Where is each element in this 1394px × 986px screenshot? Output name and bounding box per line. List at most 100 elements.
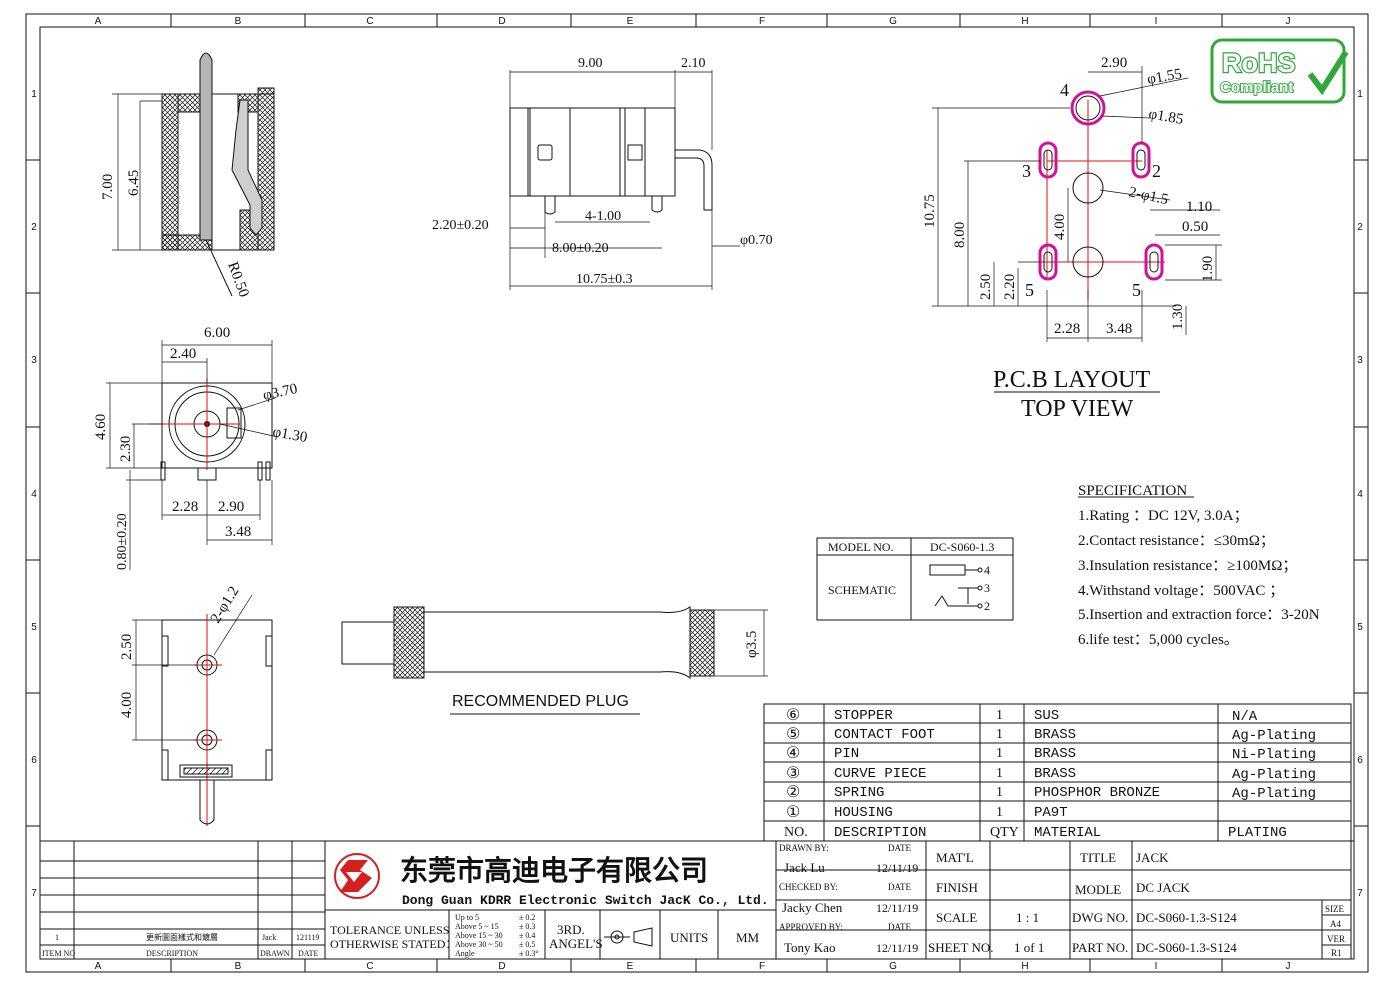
dim-phi-1-30: φ1.30 bbox=[271, 424, 308, 446]
bom-desc: CONTACT FOOT bbox=[834, 727, 935, 743]
dim-10-75: 10.75±0.3 bbox=[576, 272, 633, 287]
tolerance-label-2: OTHERWISE STATED： bbox=[330, 937, 457, 951]
col-label: I bbox=[1155, 16, 1158, 27]
dim-2-20: 2.20±0.20 bbox=[432, 218, 489, 233]
row-label: 3 bbox=[1357, 355, 1363, 366]
pcb-dim-phi-1-85: φ1.85 bbox=[1147, 106, 1184, 128]
scale-value: 1 : 1 bbox=[1016, 910, 1039, 925]
dim-plug-dia: φ3.5 bbox=[744, 631, 760, 658]
pcb-dim-2-28: 2.28 bbox=[1054, 321, 1080, 337]
bom-material: PHOSPHOR BRONZE bbox=[1034, 785, 1160, 801]
signoff: DRAWN BY: DATE Jack Lu 12/11/19 CHECKED … bbox=[779, 843, 918, 955]
rev-desc: 更新圖面樣式和鍍層 bbox=[146, 932, 218, 942]
bom-header-desc: DESCRIPTION bbox=[834, 825, 926, 841]
dim-6-45: 6.45 bbox=[126, 170, 142, 196]
bom-header-plating: PLATING bbox=[1228, 825, 1287, 841]
part-label: PART NO. bbox=[1072, 940, 1128, 955]
border-row-labels: 1 2 3 4 5 6 7 1 2 3 4 5 6 7 bbox=[31, 89, 1363, 899]
col-label: G bbox=[889, 961, 897, 972]
bom-no: ④ bbox=[786, 745, 800, 762]
approved-by-name: Tony Kao bbox=[784, 940, 835, 955]
bom-desc: STOPPER bbox=[834, 708, 893, 724]
dim-2-30: 2.30 bbox=[118, 436, 134, 462]
side-section-view bbox=[112, 52, 275, 297]
company-name-en: Dong Guan KDRR Electronic Switch JacK Co… bbox=[402, 893, 769, 908]
spec-item: 2.Contact resistance：≤30mΩ； bbox=[1078, 533, 1275, 549]
pcb-dim-phi-1-55: φ1.55 bbox=[1146, 66, 1183, 88]
pcb-dim-1-30: 1.30 bbox=[1170, 304, 1186, 330]
drawn-date: 12/11/19 bbox=[876, 861, 918, 875]
row-label: 7 bbox=[1357, 888, 1363, 899]
size-value: A4 bbox=[1330, 919, 1341, 929]
row-label: 5 bbox=[31, 622, 37, 633]
col-label: H bbox=[1021, 16, 1028, 27]
checked-date: 12/11/19 bbox=[876, 901, 918, 915]
col-label: C bbox=[366, 961, 373, 972]
bom-material: BRASS bbox=[1034, 727, 1076, 743]
units-value: MM bbox=[736, 930, 760, 945]
dim-2-40: 2.40 bbox=[170, 346, 196, 362]
tol-value: ± 0.5 bbox=[519, 940, 535, 949]
model-value: DC-S060-1.3 bbox=[930, 540, 994, 554]
dim-r0-50: R0.50 bbox=[224, 260, 251, 300]
pcb-layout bbox=[932, 66, 1222, 393]
third-angle-label-2: ANGEL'S bbox=[549, 936, 603, 951]
title-value: JACK bbox=[1136, 850, 1169, 865]
schematic-pin: 4 bbox=[984, 563, 990, 577]
dim-8-00: 8.00±0.20 bbox=[552, 241, 609, 256]
bom-desc: SPRING bbox=[834, 785, 884, 801]
rohs-compliant-text: Compliant bbox=[1220, 79, 1293, 96]
approved-by-label: APPROVED BY: bbox=[779, 922, 843, 932]
row-label: 2 bbox=[1357, 222, 1363, 233]
row-label: 5 bbox=[1357, 622, 1363, 633]
col-label: I bbox=[1155, 961, 1158, 972]
model-label: MODEL NO. bbox=[828, 540, 894, 554]
col-label: F bbox=[759, 16, 765, 27]
rev-h-desc: DESCRIPTION bbox=[146, 949, 198, 958]
schematic-pin: 3 bbox=[984, 581, 990, 595]
bom-qty: 1 bbox=[996, 805, 1003, 820]
bom-header-qty: QTY bbox=[990, 825, 1019, 840]
bom-material: SUS bbox=[1034, 708, 1059, 724]
pcb-dim-3-48: 3.48 bbox=[1106, 321, 1132, 337]
bom-plating: Ag-Plating bbox=[1232, 728, 1316, 744]
col-label: B bbox=[235, 961, 242, 972]
dim-4-00: 4.00 bbox=[119, 692, 135, 718]
dwg-label: DWG NO. bbox=[1072, 910, 1128, 925]
checked-by-label: CHECKED BY: bbox=[779, 882, 838, 892]
sheet-meta: SIZE A4 VER R1 bbox=[1325, 904, 1345, 958]
spec-item: 3.Insulation resistance：≥100MΩ； bbox=[1078, 558, 1297, 574]
bom-desc: PIN bbox=[834, 746, 859, 762]
schematic-label: SCHEMATIC bbox=[828, 583, 896, 597]
tol-range: Up to 5 bbox=[455, 913, 479, 922]
row-label: 3 bbox=[31, 355, 37, 366]
date-label: DATE bbox=[888, 843, 911, 853]
pcb-dim-10-75: 10.75 bbox=[922, 194, 938, 228]
spec-item: 4.Withstand voltage：500VAC ； bbox=[1078, 583, 1284, 599]
bom-qty: 1 bbox=[996, 766, 1003, 781]
rev-h-date: DATE bbox=[298, 949, 319, 958]
row-label: 4 bbox=[1357, 489, 1363, 500]
col-label: F bbox=[759, 961, 765, 972]
border-column-labels-bottom: A B C D E F G H I J bbox=[95, 961, 1291, 972]
rev-h-drawn: DRAWN bbox=[260, 949, 290, 958]
bom-plating: N/A bbox=[1232, 709, 1258, 725]
pcb-pin-label: 4 bbox=[1060, 80, 1069, 100]
ver-label: VER bbox=[1327, 934, 1345, 944]
title-block bbox=[325, 841, 1352, 959]
col-label: H bbox=[1021, 961, 1028, 972]
bom-qty: 1 bbox=[996, 727, 1003, 742]
col-label: D bbox=[498, 961, 505, 972]
bom-table bbox=[763, 703, 1352, 842]
pcb-dim-2-50: 2.50 bbox=[978, 274, 994, 300]
col-label: J bbox=[1286, 961, 1291, 972]
recommended-plug bbox=[341, 606, 768, 715]
tol-value: ± 0.2 bbox=[519, 913, 535, 922]
bom-qty: 1 bbox=[996, 746, 1003, 761]
drawn-by-name: Jack Lu bbox=[784, 860, 825, 875]
dim-4-60: 4.60 bbox=[93, 414, 109, 440]
bom-no: ① bbox=[786, 804, 800, 821]
rev-h-item: ITEM NO bbox=[42, 949, 75, 958]
revision-table bbox=[40, 840, 1354, 959]
bom-plating: Ag-Plating bbox=[1232, 786, 1316, 802]
